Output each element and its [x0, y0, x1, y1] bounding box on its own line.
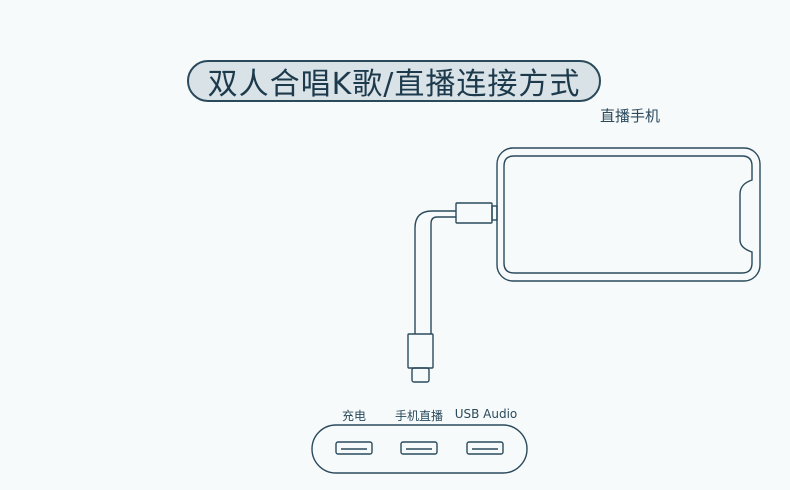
- hub-plug-tip: [411, 367, 430, 383]
- phone-plug-tip: [491, 205, 498, 221]
- phone-label: 直播手机: [600, 107, 661, 125]
- port-charging: [335, 441, 373, 455]
- port-label-phone-live: 手机直播: [394, 409, 444, 423]
- port-label-usb-audio: USB Audio: [454, 407, 518, 421]
- phone-screen: [503, 155, 753, 274]
- phone-illustration: [496, 147, 761, 282]
- hub-plug: [407, 333, 434, 369]
- cable-inner-wire: [430, 216, 456, 334]
- page-title: 双人合唱K歌/直播连接方式: [207, 67, 581, 102]
- title-banner: 双人合唱K歌/直播连接方式: [187, 60, 601, 102]
- port-phone-live: [400, 441, 438, 455]
- port-usb-audio: [466, 441, 504, 455]
- port-label-charging: 充电: [341, 409, 367, 423]
- usb-cable: [407, 202, 498, 383]
- cable-outer-wire: [414, 210, 456, 334]
- hub-body: [311, 424, 528, 474]
- phone-outer-body: [496, 147, 761, 282]
- hub-device: [311, 424, 528, 474]
- phone-plug: [455, 202, 493, 224]
